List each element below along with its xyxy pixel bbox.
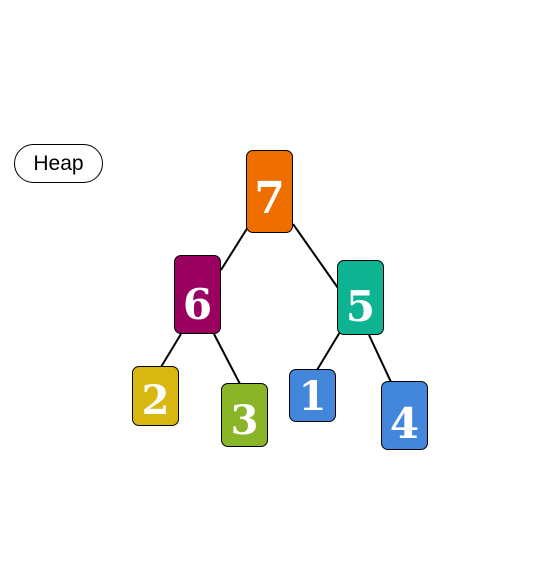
- heap-label: Heap: [14, 144, 103, 183]
- edge-6-3: [213, 333, 241, 385]
- heap-node-4: 4: [381, 381, 428, 450]
- heap-node-5: 5: [337, 260, 384, 335]
- edge-7-6: [220, 226, 249, 271]
- node-value: 5: [345, 281, 376, 331]
- edge-5-4: [368, 334, 392, 383]
- node-value: 1: [298, 372, 327, 420]
- node-value: 7: [254, 172, 285, 224]
- heap-node-1: 1: [289, 369, 336, 422]
- heap-node-6: 6: [174, 255, 221, 334]
- node-value: 3: [230, 397, 259, 444]
- node-value: 6: [182, 279, 213, 329]
- heap-node-3: 3: [221, 383, 268, 447]
- edge-5-1: [316, 331, 341, 371]
- heap-node-2: 2: [132, 366, 179, 426]
- edge-6-2: [160, 333, 182, 368]
- edge-7-5: [292, 223, 339, 289]
- node-value: 2: [141, 377, 170, 424]
- node-value: 4: [389, 398, 420, 448]
- heap-node-7: 7: [246, 150, 293, 233]
